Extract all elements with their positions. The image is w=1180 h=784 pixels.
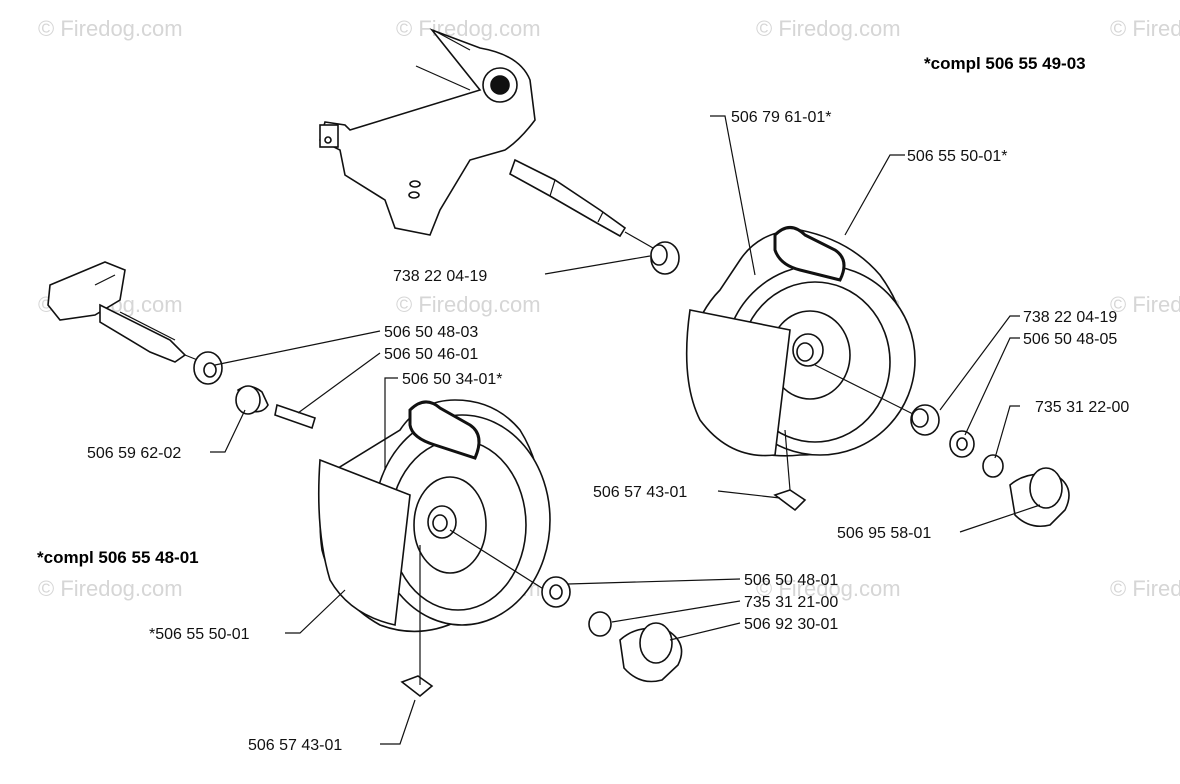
part-label: *506 55 50-01 <box>149 626 250 643</box>
watermark: © Firedog.com <box>756 576 901 601</box>
left-small-parts <box>400 576 683 698</box>
watermark: © Firedog.com <box>1110 292 1180 317</box>
part-label: 506 59 62-02 <box>87 445 181 462</box>
part-label: 506 92 30-01 <box>744 616 838 633</box>
part-label: 506 50 46-01 <box>384 346 478 363</box>
watermark: © Firedog.com <box>38 576 183 601</box>
part-label: 506 57 43-01 <box>593 484 687 501</box>
leader-lines <box>210 115 1041 745</box>
part-label: 506 55 50-01* <box>907 148 1008 165</box>
watermark: © Firedog.com <box>38 16 183 41</box>
left-axle <box>47 261 316 430</box>
part-label: 506 50 34-01* <box>402 371 503 388</box>
part-label: 735 31 22-00 <box>1035 399 1129 416</box>
bearing-top <box>650 241 680 275</box>
part-label: 506 95 58-01 <box>837 525 931 542</box>
watermarks: © Firedog.com © Firedog.com © Firedog.co… <box>38 16 1180 601</box>
frame-bracket <box>319 28 661 253</box>
kit-label-left: *compl 506 55 48-01 <box>37 548 199 567</box>
right-small-parts <box>773 404 1070 528</box>
part-label: 738 22 04-19 <box>393 268 487 285</box>
part-label: 506 50 48-03 <box>384 324 478 341</box>
watermark: © Firedog.com <box>1110 16 1180 41</box>
part-label: 506 79 61-01* <box>731 109 832 126</box>
watermark: © Firedog.com <box>1110 576 1180 601</box>
part-label: 506 50 48-05 <box>1023 331 1117 348</box>
watermark: © Firedog.com <box>396 292 541 317</box>
watermark: © Firedog.com <box>396 16 541 41</box>
watermark: © Firedog.com <box>756 16 901 41</box>
kit-label-right: *compl 506 55 49-03 <box>924 54 1086 73</box>
part-label: 506 50 48-01 <box>744 572 838 589</box>
part-label: 738 22 04-19 <box>1023 309 1117 326</box>
part-label: 735 31 21-00 <box>744 594 838 611</box>
left-wheel <box>317 399 551 633</box>
right-wheel <box>685 226 916 457</box>
part-label: 506 57 43-01 <box>248 737 342 754</box>
